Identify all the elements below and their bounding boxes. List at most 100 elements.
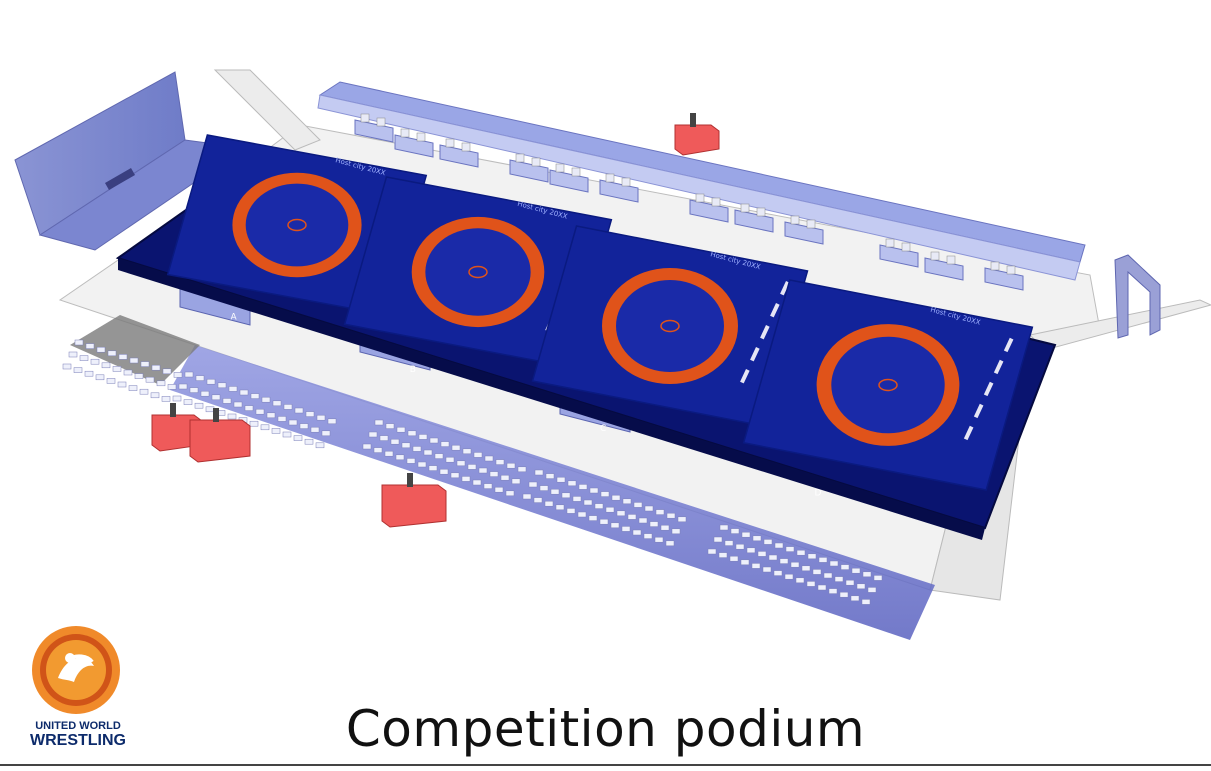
seat — [172, 395, 182, 402]
official-chair — [806, 219, 816, 229]
uww-logo: UNITED WORLD WRESTLING — [28, 626, 128, 750]
seat — [68, 351, 78, 358]
seat — [395, 454, 405, 461]
seat — [839, 591, 849, 598]
seat — [266, 412, 276, 419]
seat — [316, 414, 326, 421]
seat — [255, 408, 265, 415]
seat — [117, 381, 127, 388]
seat — [161, 396, 171, 402]
mat-center — [245, 183, 349, 267]
seat — [550, 488, 560, 495]
seat — [73, 367, 83, 373]
seat — [428, 465, 438, 471]
seat — [74, 339, 84, 346]
camera-platform — [674, 113, 720, 156]
official-chair — [790, 215, 800, 225]
seat — [277, 416, 287, 422]
camera-platform — [189, 408, 251, 463]
seat — [385, 423, 395, 429]
seat — [589, 487, 599, 494]
uww-emblem-icon — [32, 626, 120, 714]
seat — [632, 529, 642, 536]
ad-board — [993, 359, 1004, 375]
seat — [379, 435, 389, 441]
seat — [544, 500, 554, 507]
seat — [817, 584, 827, 591]
seat — [467, 464, 477, 470]
seat — [79, 355, 89, 361]
seat — [129, 357, 139, 364]
seat — [812, 569, 822, 575]
seat — [407, 430, 417, 437]
seat — [106, 378, 116, 384]
seat — [239, 389, 249, 396]
official-chair — [461, 142, 471, 152]
seat — [556, 476, 566, 483]
seat — [665, 540, 675, 547]
seat — [282, 431, 292, 438]
seat — [533, 497, 543, 503]
seat — [730, 528, 740, 534]
ad-board — [770, 303, 780, 318]
seat — [327, 418, 337, 425]
seat — [178, 383, 188, 390]
seat — [183, 399, 193, 405]
seat — [390, 438, 400, 445]
seat — [506, 462, 516, 469]
seat — [677, 516, 687, 523]
seat — [566, 508, 576, 514]
seat — [867, 587, 877, 593]
entrance-arch — [1114, 254, 1161, 339]
official-chair — [555, 163, 565, 173]
ad-board — [983, 381, 994, 397]
ad-board — [973, 403, 984, 419]
seat — [62, 363, 72, 370]
seat — [134, 373, 144, 379]
seat — [660, 524, 670, 531]
ad-board — [963, 425, 974, 441]
seat — [189, 387, 199, 393]
seat — [555, 504, 565, 511]
seat — [779, 558, 789, 564]
seat — [495, 459, 505, 465]
seat — [577, 511, 587, 518]
seat — [807, 553, 817, 560]
official-chair — [445, 138, 455, 148]
camera-platform — [381, 473, 447, 528]
seat — [784, 573, 794, 580]
center-circle — [468, 265, 488, 279]
seat — [233, 401, 243, 408]
seat — [594, 503, 604, 509]
seat — [795, 577, 805, 584]
seat — [861, 599, 871, 605]
seat — [461, 476, 471, 482]
seat — [621, 526, 631, 532]
seat — [368, 431, 378, 438]
seat — [643, 533, 653, 539]
seat — [600, 491, 610, 497]
seat — [101, 362, 111, 369]
seat — [572, 496, 582, 502]
page-title: Competition podium — [345, 700, 866, 758]
official-chair — [885, 238, 895, 248]
seat — [167, 384, 177, 390]
seat — [150, 392, 160, 399]
seat — [156, 380, 166, 387]
seat — [806, 581, 816, 587]
seat — [638, 517, 648, 524]
seat — [321, 430, 331, 437]
seat — [123, 369, 133, 376]
seat — [746, 547, 756, 554]
seat — [840, 564, 850, 570]
seat — [473, 452, 483, 458]
seat — [707, 548, 717, 555]
seat — [260, 424, 270, 431]
seat — [605, 506, 615, 513]
seat — [762, 566, 772, 573]
seat — [305, 411, 315, 417]
seat — [655, 509, 665, 515]
seat — [362, 443, 372, 450]
official-chair — [756, 207, 766, 217]
